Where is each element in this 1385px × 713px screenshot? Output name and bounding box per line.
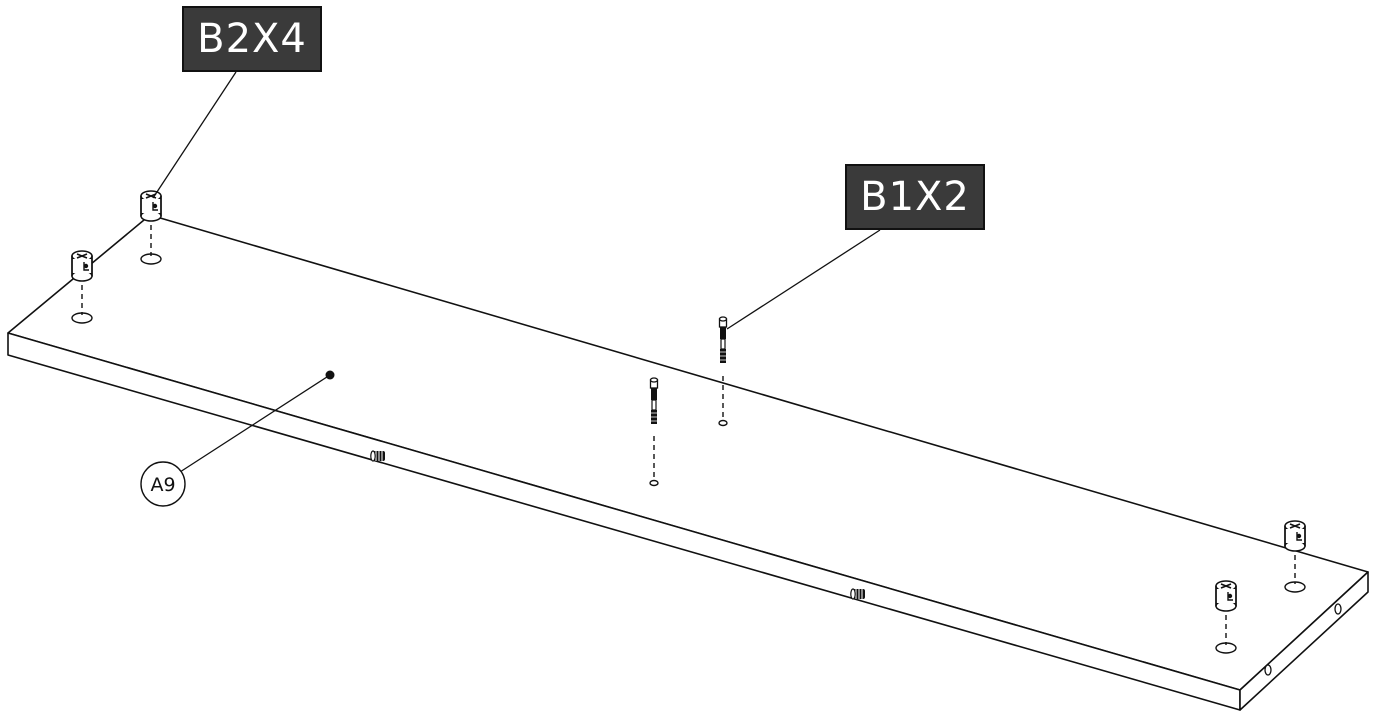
edge-hole [1264, 664, 1272, 676]
dowel-icon [649, 377, 659, 425]
callout-circle [140, 461, 186, 507]
dowel-hole [718, 419, 728, 427]
panel-reference-dot [325, 370, 335, 380]
leader-lines [152, 71, 881, 473]
insertion-guides [81, 216, 1296, 645]
hardware-label-text: B1X2 [860, 174, 970, 220]
cam-lock-icon [1215, 580, 1237, 612]
cam-lock-icon [71, 250, 93, 282]
hardware-label-b2: B2X4 [182, 6, 322, 72]
threaded-insert-icon [850, 588, 866, 600]
panel-a9 [7, 214, 1369, 711]
dowel-icon [718, 316, 728, 364]
panel-top-face [7, 214, 1369, 691]
hardware-label-text: B2X4 [197, 16, 307, 62]
end-edge-holes [1264, 603, 1342, 676]
threaded-insert-icon [370, 450, 386, 462]
leader-a9 [179, 374, 331, 473]
hardware-label-b1: B1X2 [845, 164, 985, 230]
cam-lock-icon [140, 190, 162, 222]
leader-b2 [152, 71, 237, 199]
callout-label: A9 [150, 474, 175, 496]
part-callout-a9: A9 [140, 461, 186, 507]
edge-hole [1334, 603, 1342, 615]
leader-b1 [726, 229, 881, 330]
dowel-hole [649, 479, 659, 487]
cam-lock-icon [1284, 520, 1306, 552]
